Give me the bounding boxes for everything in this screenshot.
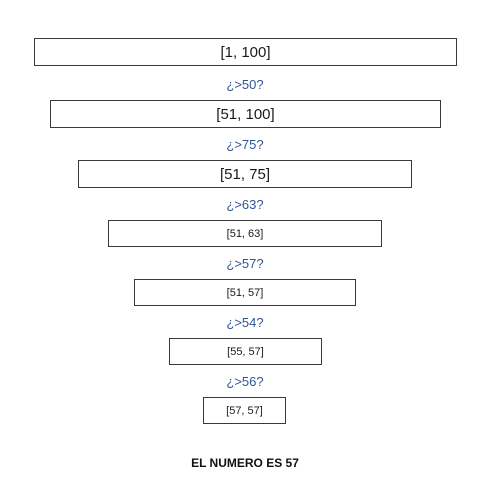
range-box-4: [51, 63] xyxy=(108,220,382,247)
question-label-4: ¿>57? xyxy=(226,256,264,271)
question-label-1: ¿>50? xyxy=(226,77,264,92)
question-label-6: ¿>56? xyxy=(226,374,264,389)
range-box-3: [51, 75] xyxy=(78,160,412,188)
question-label-5: ¿>54? xyxy=(226,315,264,330)
range-box-7: [57, 57] xyxy=(203,397,286,424)
range-box-6: [55, 57] xyxy=(169,338,322,365)
range-box-5: [51, 57] xyxy=(134,279,356,306)
result-text: EL NUMERO ES 57 xyxy=(191,456,299,470)
question-label-2: ¿>75? xyxy=(226,137,264,152)
question-label-3: ¿>63? xyxy=(226,197,264,212)
range-box-1: [1, 100] xyxy=(34,38,457,66)
range-box-2: [51, 100] xyxy=(50,100,441,128)
